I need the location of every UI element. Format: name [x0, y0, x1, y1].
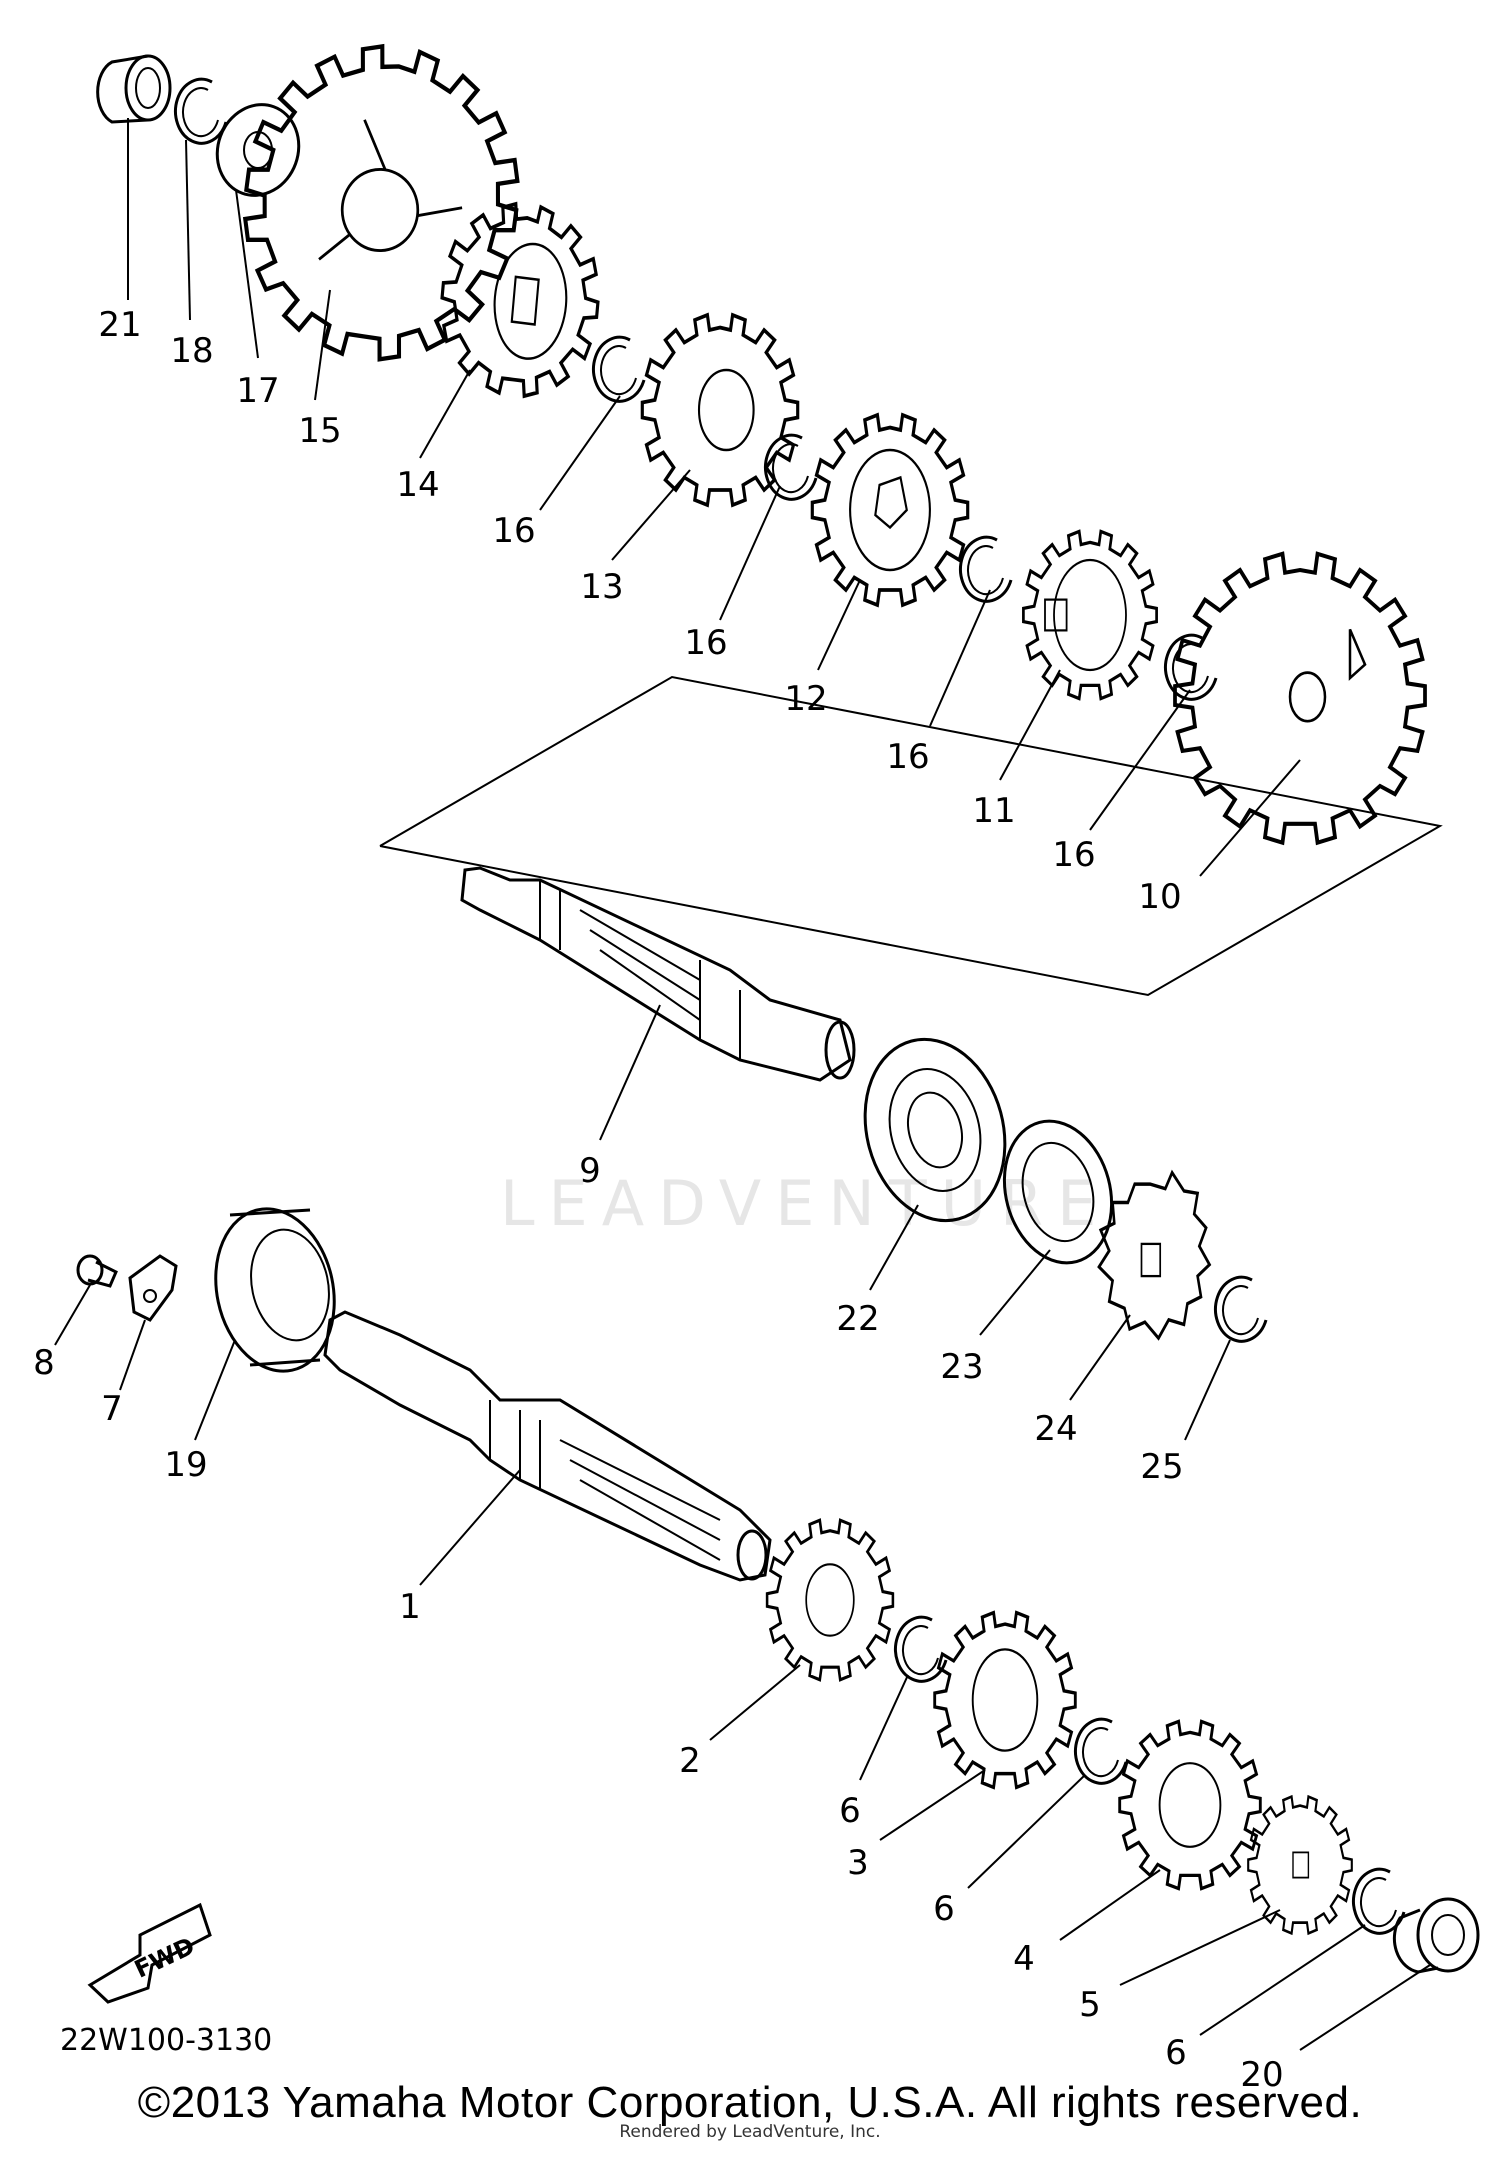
part-16-circlip [592, 335, 646, 403]
callout-25: 25 [1140, 1447, 1183, 1487]
callout-20: 20 [1240, 2055, 1283, 2095]
callout-18: 18 [170, 331, 213, 371]
assembly-bracket [379, 675, 1443, 997]
part-16-circlip [764, 433, 818, 501]
part-21-needle-bearing [96, 54, 172, 124]
diagram-part-code: 22W100-3130 [60, 2023, 272, 2058]
callout-6: 6 [1165, 2033, 1187, 2073]
callout-7: 7 [101, 1389, 123, 1429]
part-3-gear [932, 1610, 1078, 1790]
part-16-circlip [1164, 633, 1218, 701]
callout-21: 21 [98, 305, 141, 345]
rendered-by-notice: Rendered by LeadVenture, Inc. [619, 2122, 881, 2142]
part-4-gear [1118, 1719, 1262, 1891]
callout-19: 19 [164, 1445, 207, 1485]
callout-5: 5 [1079, 1985, 1101, 2025]
callout-9: 9 [579, 1151, 601, 1191]
part-7-plate [128, 1254, 178, 1322]
callout-1: 1 [399, 1587, 421, 1627]
callout-2: 2 [679, 1741, 701, 1781]
part-25-circlip [1214, 1275, 1268, 1343]
part-5-gear [1246, 1795, 1354, 1935]
callout-16: 16 [684, 623, 727, 663]
callout-22: 22 [836, 1299, 879, 1339]
callout-13: 13 [580, 567, 623, 607]
part-22-bearing [863, 1037, 1007, 1223]
callout-3: 3 [847, 1843, 869, 1883]
part-9-main-axle [460, 866, 856, 1082]
part-6-circlip [894, 1615, 948, 1683]
callout-16: 16 [1052, 835, 1095, 875]
callout-6: 6 [933, 1889, 955, 1929]
part-20-bushing [1392, 1897, 1480, 1974]
part-2-gear [765, 1518, 895, 1682]
callout-15: 15 [298, 411, 341, 451]
callout-10: 10 [1138, 877, 1181, 917]
part-24-sprocket [1097, 1169, 1212, 1341]
callout-23: 23 [940, 1347, 983, 1387]
callout-11: 11 [972, 791, 1015, 831]
callout-16: 16 [492, 511, 535, 551]
part-10-gear [1175, 554, 1425, 843]
part-16-circlip [959, 535, 1013, 603]
part-11-gear [1021, 529, 1159, 701]
part-19-bearing [214, 1207, 336, 1373]
callout-8: 8 [33, 1343, 55, 1383]
part-15-gear [227, 29, 535, 377]
part-18-circlip [174, 77, 228, 145]
callout-labels: 21 18 17 15 14 16 13 16 12 16 11 16 10 9… [33, 305, 1283, 2095]
callout-6: 6 [839, 1791, 861, 1831]
part-13-gear [640, 313, 800, 507]
part-1-main-shaft [323, 1310, 772, 1582]
part-14-gear [432, 193, 608, 407]
callout-14: 14 [396, 465, 439, 505]
fwd-arrow-icon: FWD [87, 1902, 212, 2004]
callout-12: 12 [784, 679, 827, 719]
part-6-circlip [1074, 1717, 1128, 1785]
part-8-screw [76, 1254, 118, 1288]
leader-lines [54, 118, 1431, 2051]
callout-24: 24 [1034, 1409, 1077, 1449]
copyright-notice: ©2013 Yamaha Motor Corporation, U.S.A. A… [137, 2078, 1363, 2127]
part-23-oil-seal [1002, 1119, 1114, 1265]
callout-16: 16 [886, 737, 929, 777]
part-12-gear [810, 413, 970, 607]
watermark-text: LEADVENTURE [500, 1167, 1110, 1240]
callout-17: 17 [236, 371, 279, 411]
callout-4: 4 [1013, 1939, 1035, 1979]
